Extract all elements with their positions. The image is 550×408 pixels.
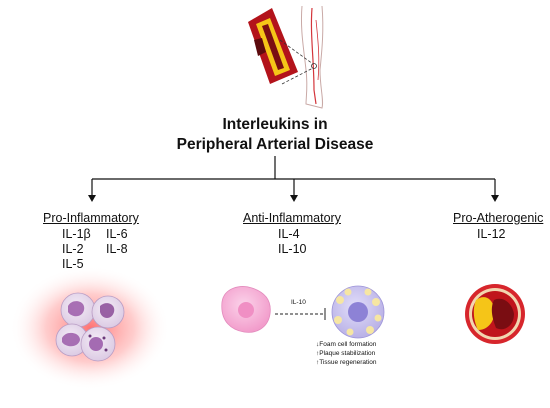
pro-atherogenic-heading: Pro-Atherogenic <box>453 211 544 225</box>
il-item: IL-10 <box>278 242 307 256</box>
tree-connectors <box>91 156 496 196</box>
inhibition-label: IL-10 <box>291 299 306 306</box>
il-item: IL-1β <box>62 227 91 241</box>
inhibition-line <box>275 308 326 320</box>
il-item: IL-5 <box>62 257 84 271</box>
effect-item: ↓Foam cell formation <box>316 340 376 349</box>
title-line-1: Interleukins in <box>222 116 328 133</box>
effect-label: Foam cell formation <box>319 341 377 348</box>
title-line-2: Peripheral Arterial Disease <box>176 136 374 153</box>
inflammatory-cells-icon <box>10 266 170 390</box>
increase-arrow-icon: ↑ <box>316 350 320 357</box>
effect-item: ↑Tissue regeneration <box>316 358 376 367</box>
arrow-pro-inflammatory <box>88 195 96 202</box>
il-item: IL-6 <box>106 227 128 241</box>
effect-label: Plaque stabilization <box>319 350 376 357</box>
effect-item: ↑Plaque stabilization <box>316 349 375 358</box>
il-item: IL-8 <box>106 242 128 256</box>
il-item: IL-2 <box>62 242 84 256</box>
foam-cell-icon <box>331 285 385 339</box>
pro-inflammatory-heading: Pro-Inflammatory <box>43 211 139 225</box>
vessel-cross-section-icon <box>465 284 525 344</box>
effect-label: Tissue regeneration <box>319 359 377 366</box>
diagram-title: Interleukins in Peripheral Arterial Dise… <box>150 115 400 155</box>
arrow-anti-inflammatory <box>290 195 298 202</box>
macrophage-icon <box>221 286 271 333</box>
anti-inflammatory-heading: Anti-Inflammatory <box>243 211 341 225</box>
leg-icon <box>300 5 324 109</box>
decrease-arrow-icon: ↓ <box>316 341 320 348</box>
il-item: IL-12 <box>477 227 506 241</box>
il-item: IL-4 <box>278 227 300 241</box>
zoom-point <box>311 63 317 69</box>
artery-section-icon <box>248 8 298 84</box>
increase-arrow-icon: ↑ <box>316 359 320 366</box>
zoom-lines <box>279 39 314 85</box>
arrow-pro-atherogenic <box>491 195 499 202</box>
